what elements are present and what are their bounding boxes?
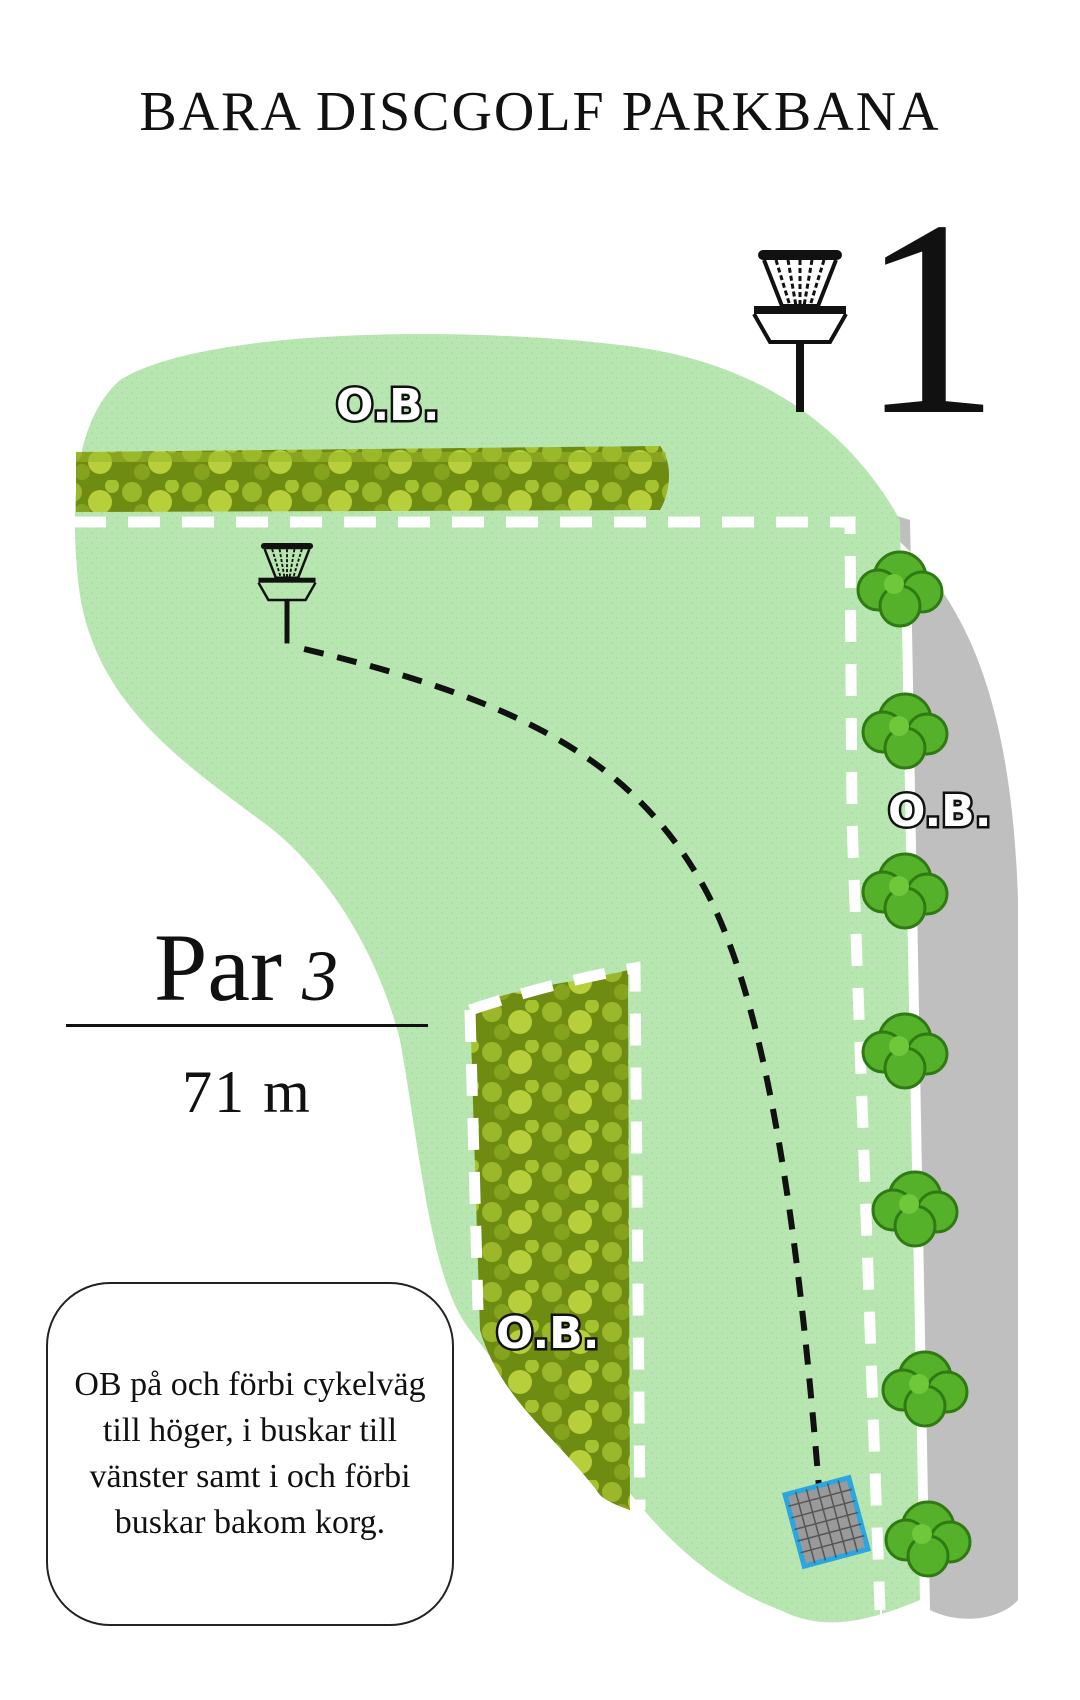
hole-number: 1 — [860, 162, 1000, 473]
left-bushes — [470, 970, 630, 1510]
hole-distance: 71 m — [182, 1059, 312, 1125]
basket-icon — [752, 248, 848, 414]
tee-pad-icon — [782, 1474, 872, 1570]
ob-label-left: O.B. — [496, 1308, 599, 1359]
fairway — [74, 334, 921, 1623]
ob-label-right: O.B. — [888, 786, 991, 837]
top-bushes — [76, 446, 669, 512]
par-value: 3 — [301, 936, 338, 1016]
rules-text: OB på och förbi cykelväg till höger, i b… — [74, 1366, 426, 1541]
flight-path — [299, 645, 823, 1501]
rules-box: OB på och förbi cykelväg till höger, i b… — [46, 1282, 454, 1626]
page-title: BARA DISCGOLF PARKBANA — [139, 81, 941, 143]
divider — [66, 1024, 428, 1027]
par-text: Par — [154, 914, 282, 1021]
ob-label-top: O.B. — [336, 380, 439, 431]
